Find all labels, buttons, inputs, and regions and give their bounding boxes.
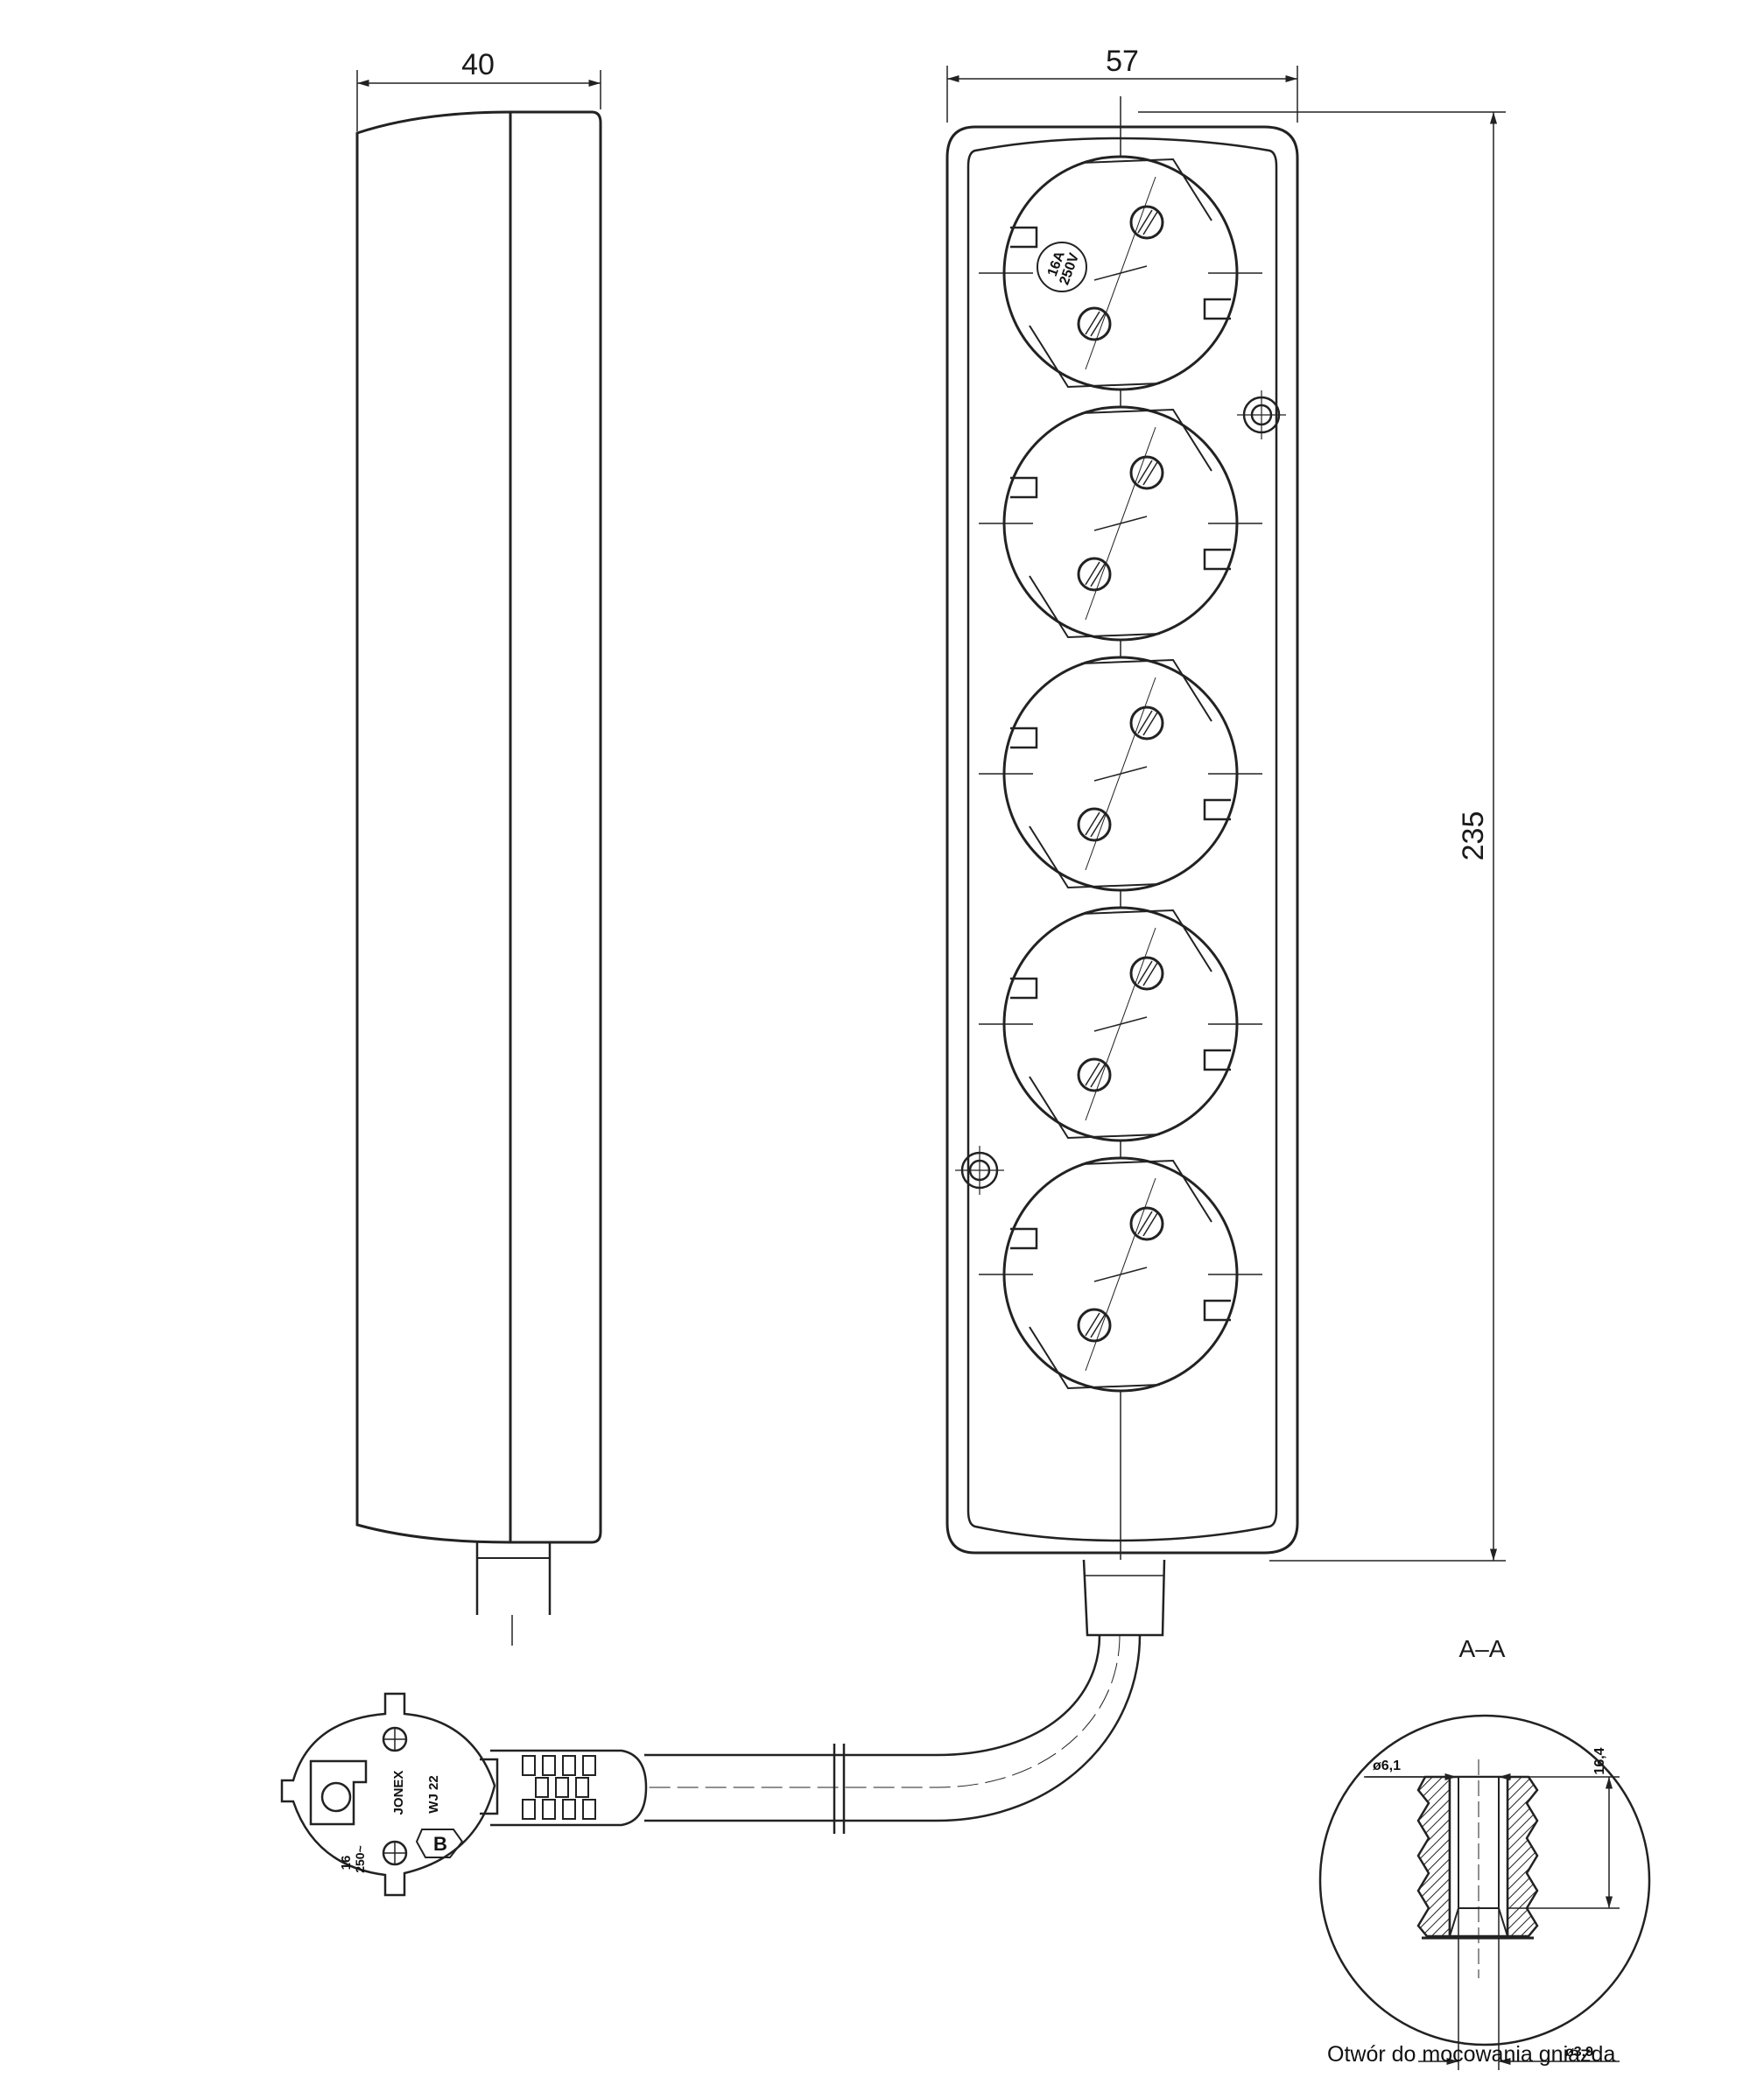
socket-outlet-icon <box>979 405 1262 642</box>
section-dimensions <box>1364 1773 1620 2070</box>
section-detail <box>1318 1714 1651 2046</box>
front-width-label: 57 <box>1106 45 1139 78</box>
plug-brand: JONEX <box>391 1771 406 1815</box>
length-label: 235 <box>1457 811 1490 861</box>
socket-rating-label: 16A 250V <box>1037 242 1087 292</box>
plug-rating-voltage: 250~ <box>353 1845 367 1873</box>
schuko-plug-icon <box>280 1692 648 1897</box>
plug-code: WJ 22 <box>426 1775 441 1813</box>
section-dia-top: ø6,1 <box>1373 1759 1401 1773</box>
section-dia-bottom: ø3,9 <box>1565 2045 1593 2060</box>
front-width-dimension <box>946 66 1298 123</box>
power-cord <box>644 1559 1166 1834</box>
mounting-hole-icon <box>955 1146 1004 1195</box>
section-caption: Otwór do mocowania gniazda <box>1327 2042 1616 2067</box>
socket-outlet-icon <box>979 155 1262 391</box>
plug-cert: B <box>433 1833 447 1855</box>
plug-rating-current: 16 <box>339 1856 354 1871</box>
socket-outlet-icon <box>979 656 1262 892</box>
section-depth: 16,4 <box>1592 1747 1607 1774</box>
side-width-dimension <box>356 70 601 131</box>
side-width-label: 40 <box>461 48 495 81</box>
section-title: A–A <box>1459 1635 1506 1662</box>
socket-outlet-icon <box>979 1156 1262 1393</box>
length-dimension <box>1138 111 1506 1562</box>
mounting-hole-icon <box>1237 390 1286 439</box>
socket-outlet-icon <box>979 906 1262 1142</box>
socket-list <box>979 155 1262 1393</box>
side-view <box>355 110 602 1646</box>
